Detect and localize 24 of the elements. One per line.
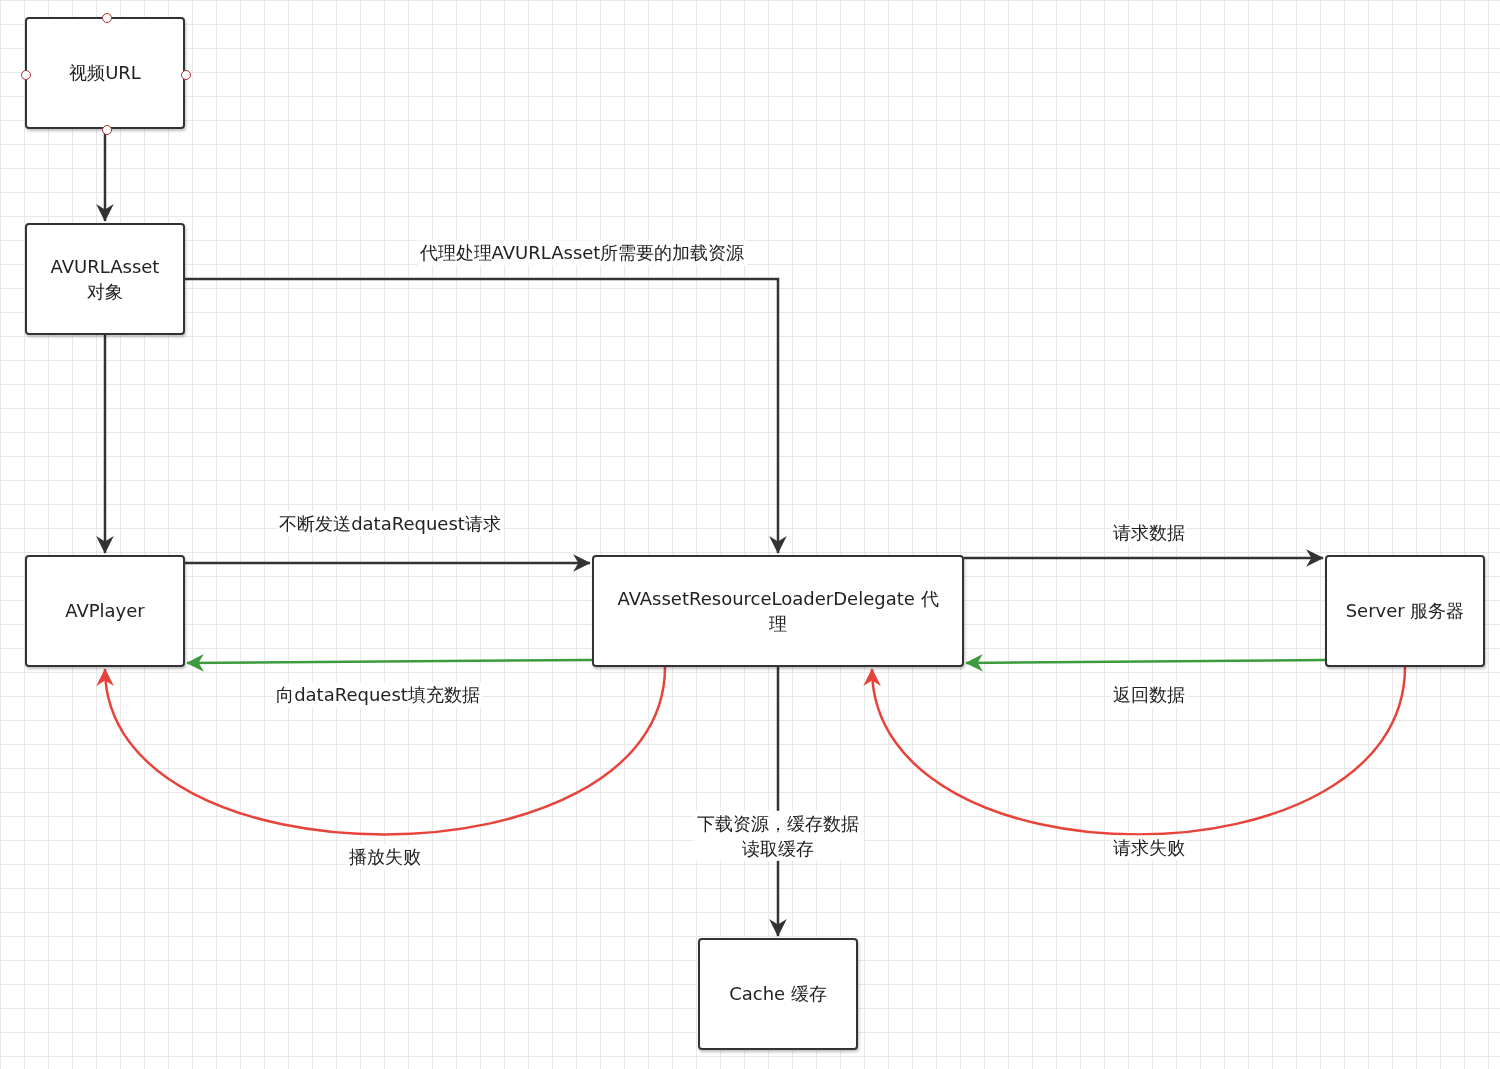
node-label: Server 服务器 bbox=[1345, 599, 1465, 624]
arrow bbox=[964, 549, 1324, 567]
process-box bbox=[25, 555, 185, 667]
process-box bbox=[698, 938, 858, 1050]
arrow bbox=[965, 654, 1325, 672]
process-box bbox=[592, 555, 964, 667]
edge-label: 返回数据 bbox=[1111, 682, 1187, 708]
node-label: AVPlayer bbox=[65, 599, 145, 624]
process-box bbox=[25, 223, 185, 335]
arrow bbox=[185, 554, 591, 572]
node-label: AVAssetResourceLoaderDelegate 代理 bbox=[616, 586, 940, 636]
edge-label: 播放失败 bbox=[347, 844, 423, 870]
edge-label: 请求数据 bbox=[1111, 520, 1187, 546]
arrow bbox=[96, 335, 114, 554]
node-label: 视频URL bbox=[69, 61, 141, 86]
node-label: Cache 缓存 bbox=[729, 982, 827, 1007]
arrow bbox=[866, 666, 1407, 836]
arrow bbox=[185, 277, 787, 554]
node-label: AVURLAsset 对象 bbox=[49, 254, 161, 304]
edge-label: 代理处理AVURLAsset所需要的加载资源 bbox=[417, 240, 747, 266]
edge-label: 请求失败 bbox=[1111, 835, 1187, 861]
edge-label: 不断发送dataRequest请求 bbox=[277, 511, 503, 537]
edge-label: 下载资源，缓存数据读取缓存 bbox=[693, 810, 863, 862]
process-box bbox=[1325, 555, 1485, 667]
